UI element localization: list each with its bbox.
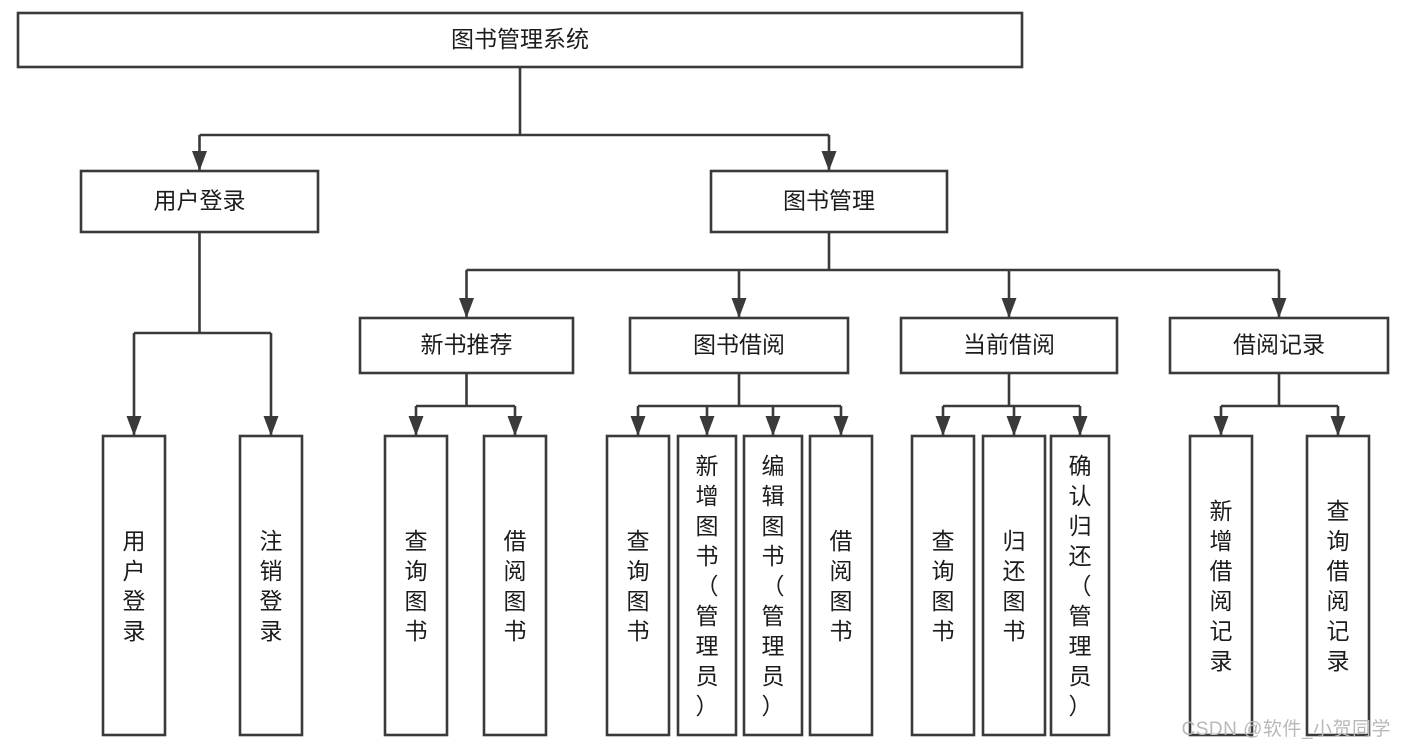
node-current-borrow-box[interactable] [899, 316, 1119, 375]
node-new-book-recommend-box[interactable] [358, 316, 575, 375]
arrow-head-icon-leaf-query-book-borrow [630, 416, 646, 436]
node-leaf-edit-book-admin-box[interactable] [742, 434, 804, 737]
node-leaf-add-borrow-record[interactable]: 新增借阅记录 [1188, 434, 1254, 737]
node-current-borrow-label: 当前借阅 [963, 332, 1055, 358]
arrow-head-icon-leaf-add-borrow-record [1213, 416, 1229, 436]
arrow-head-icon-leaf-query-book-recommend [408, 416, 424, 436]
node-leaf-add-borrow-record-box[interactable] [1188, 434, 1254, 737]
node-leaf-return-book-box[interactable] [981, 434, 1047, 737]
arrow-head-icon-user-login [192, 151, 207, 171]
node-layer: 图书管理系统用户登录图书管理新书推荐图书借阅当前借阅借阅记录用户登录注销登录查询… [16, 11, 1390, 737]
node-leaf-confirm-return-admin-label: 确认归还（管理员） [1069, 453, 1092, 719]
arrow-head-icon-leaf-borrow-book [833, 416, 849, 436]
node-leaf-add-borrow-record-label: 新增借阅记录 [1210, 498, 1233, 674]
node-borrow-record[interactable]: 借阅记录 [1168, 316, 1390, 375]
node-leaf-borrow-book-recommend-label: 借阅图书 [504, 528, 527, 644]
arrow-head-icon-leaf-add-book-admin [699, 416, 715, 436]
node-leaf-add-book-admin-box[interactable] [676, 434, 738, 737]
arrow-head-icon-borrow-record [1271, 298, 1287, 318]
node-leaf-edit-book-admin[interactable]: 编辑图书（管理员） [742, 434, 804, 737]
arrow-head-icon-leaf-logout [263, 416, 279, 436]
node-leaf-query-borrow-record[interactable]: 查询借阅记录 [1305, 434, 1371, 737]
node-leaf-query-book-current-box[interactable] [910, 434, 976, 737]
node-leaf-user-login-label: 用户登录 [123, 528, 146, 644]
node-leaf-query-book-current-label: 查询图书 [932, 528, 955, 644]
arrow-head-icon-leaf-user-login [126, 416, 142, 436]
node-leaf-confirm-return-admin-box[interactable] [1049, 434, 1111, 737]
node-leaf-query-book-borrow-box[interactable] [605, 434, 671, 737]
arrow-head-icon-new-book-recommend [459, 298, 474, 318]
node-leaf-query-book-current[interactable]: 查询图书 [910, 434, 976, 737]
arrow-head-icon-leaf-query-book-current [935, 416, 951, 436]
connector-layer [126, 67, 1346, 436]
node-root-system-label: 图书管理系统 [451, 26, 589, 52]
node-leaf-borrow-book[interactable]: 借阅图书 [808, 434, 874, 737]
node-leaf-logout-box[interactable] [238, 434, 304, 737]
node-leaf-query-book-recommend-box[interactable] [383, 434, 449, 737]
node-book-management-box[interactable] [709, 169, 949, 234]
node-leaf-return-book[interactable]: 归还图书 [981, 434, 1047, 737]
arrow-head-icon-leaf-query-borrow-record [1330, 416, 1346, 436]
node-leaf-borrow-book-recommend[interactable]: 借阅图书 [482, 434, 548, 737]
node-leaf-logout[interactable]: 注销登录 [238, 434, 304, 737]
arrow-head-icon-book-management [821, 151, 837, 171]
node-book-management-label: 图书管理 [783, 188, 875, 214]
node-leaf-return-book-label: 归还图书 [1003, 528, 1026, 644]
node-leaf-borrow-book-box[interactable] [808, 434, 874, 737]
node-borrow-record-box[interactable] [1168, 316, 1390, 375]
node-leaf-query-borrow-record-box[interactable] [1305, 434, 1371, 737]
node-leaf-borrow-book-recommend-box[interactable] [482, 434, 548, 737]
node-root-system-box[interactable] [16, 11, 1024, 69]
node-book-borrow-label: 图书借阅 [693, 332, 785, 358]
node-user-login[interactable]: 用户登录 [79, 169, 320, 234]
node-leaf-edit-book-admin-label: 编辑图书（管理员） [762, 453, 785, 719]
node-leaf-user-login[interactable]: 用户登录 [101, 434, 167, 737]
arrow-head-icon-book-borrow [731, 298, 747, 318]
node-leaf-query-book-borrow-label: 查询图书 [627, 528, 650, 644]
node-book-management[interactable]: 图书管理 [709, 169, 949, 234]
node-leaf-query-book-recommend-label: 查询图书 [405, 528, 428, 644]
node-new-book-recommend[interactable]: 新书推荐 [358, 316, 575, 375]
arrow-head-icon-leaf-borrow-book-recommend [507, 416, 523, 436]
node-book-borrow-box[interactable] [628, 316, 850, 375]
node-leaf-logout-label: 注销登录 [260, 528, 283, 644]
node-leaf-user-login-box[interactable] [101, 434, 167, 737]
node-leaf-query-book-borrow[interactable]: 查询图书 [605, 434, 671, 737]
node-book-borrow[interactable]: 图书借阅 [628, 316, 850, 375]
node-leaf-query-borrow-record-label: 查询借阅记录 [1327, 498, 1350, 674]
arrow-head-icon-leaf-edit-book-admin [765, 416, 781, 436]
arrow-head-icon-leaf-return-book [1006, 416, 1022, 436]
node-user-login-box[interactable] [79, 169, 320, 234]
node-leaf-borrow-book-label: 借阅图书 [830, 528, 853, 644]
node-current-borrow[interactable]: 当前借阅 [899, 316, 1119, 375]
node-borrow-record-label: 借阅记录 [1233, 332, 1325, 358]
node-user-login-label: 用户登录 [154, 188, 246, 214]
node-leaf-add-book-admin[interactable]: 新增图书（管理员） [676, 434, 738, 737]
node-new-book-recommend-label: 新书推荐 [421, 332, 513, 358]
node-leaf-confirm-return-admin[interactable]: 确认归还（管理员） [1049, 434, 1111, 737]
arrow-head-icon-current-borrow [1001, 298, 1017, 318]
node-leaf-query-book-recommend[interactable]: 查询图书 [383, 434, 449, 737]
node-root-system[interactable]: 图书管理系统 [16, 11, 1024, 69]
arrow-head-icon-leaf-confirm-return-admin [1072, 416, 1088, 436]
node-leaf-add-book-admin-label: 新增图书（管理员） [696, 453, 719, 719]
